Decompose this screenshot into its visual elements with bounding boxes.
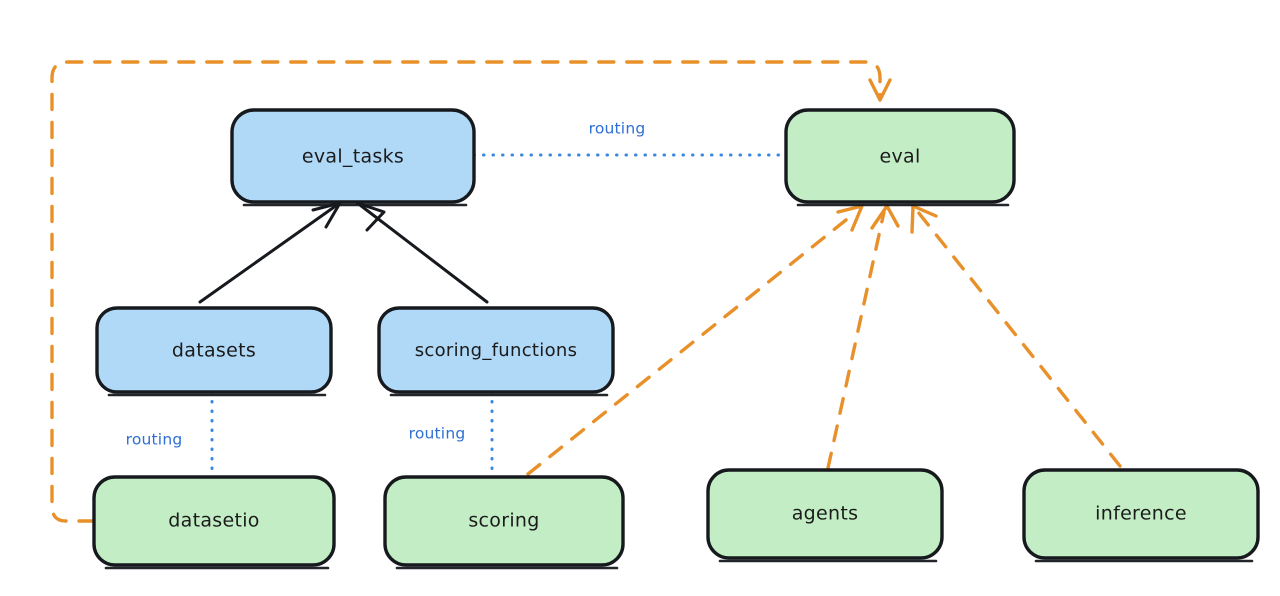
node-datasets-label: datasets [172,340,256,362]
node-scoring_functions[interactable]: scoring_functions [377,306,615,397]
node-datasetio-label: datasetio [168,510,259,532]
node-eval_tasks-label: eval_tasks [302,146,404,168]
node-eval_tasks-shape [230,108,476,204]
node-eval-shape [784,108,1016,204]
node-agents-label: agents [792,503,859,525]
node-datasetio[interactable]: datasetio [92,475,336,570]
node-scoring-shape [383,475,625,567]
node-eval_tasks[interactable]: eval_tasks [230,108,476,207]
edge-inference-eval[interactable] [910,204,1122,468]
node-datasets-shape [95,306,333,394]
edge-group-dependencies [50,60,1122,523]
edge-label-routing-eval: routing [589,120,646,138]
node-scoring[interactable]: scoring [383,475,625,570]
node-scoring-label: scoring [468,510,539,532]
node-eval-label: eval [879,146,920,168]
edge-label-group: routing routing routing [126,120,646,449]
edge-scoring_functions-eval_tasks[interactable] [355,201,489,304]
node-scoring_functions-shape [377,306,615,394]
node-agents[interactable]: agents [706,468,944,563]
node-agents-shape [706,468,944,560]
node-datasets[interactable]: datasets [95,306,333,397]
edge-datasets-eval_tasks[interactable] [198,201,342,304]
edge-agents-eval[interactable] [826,204,900,470]
node-datasetio-shape [92,475,336,567]
node-inference-label: inference [1095,503,1187,525]
node-inference[interactable]: inference [1022,468,1260,563]
edge-group-hierarchy [198,201,489,304]
edge-datasetio-eval[interactable] [50,60,892,523]
edge-label-routing-datasetio: routing [126,431,183,449]
node-eval[interactable]: eval [784,108,1016,207]
node-inference-shape [1022,468,1260,560]
edge-label-routing-scoring: routing [409,425,466,443]
node-scoring_functions-label: scoring_functions [415,340,578,361]
